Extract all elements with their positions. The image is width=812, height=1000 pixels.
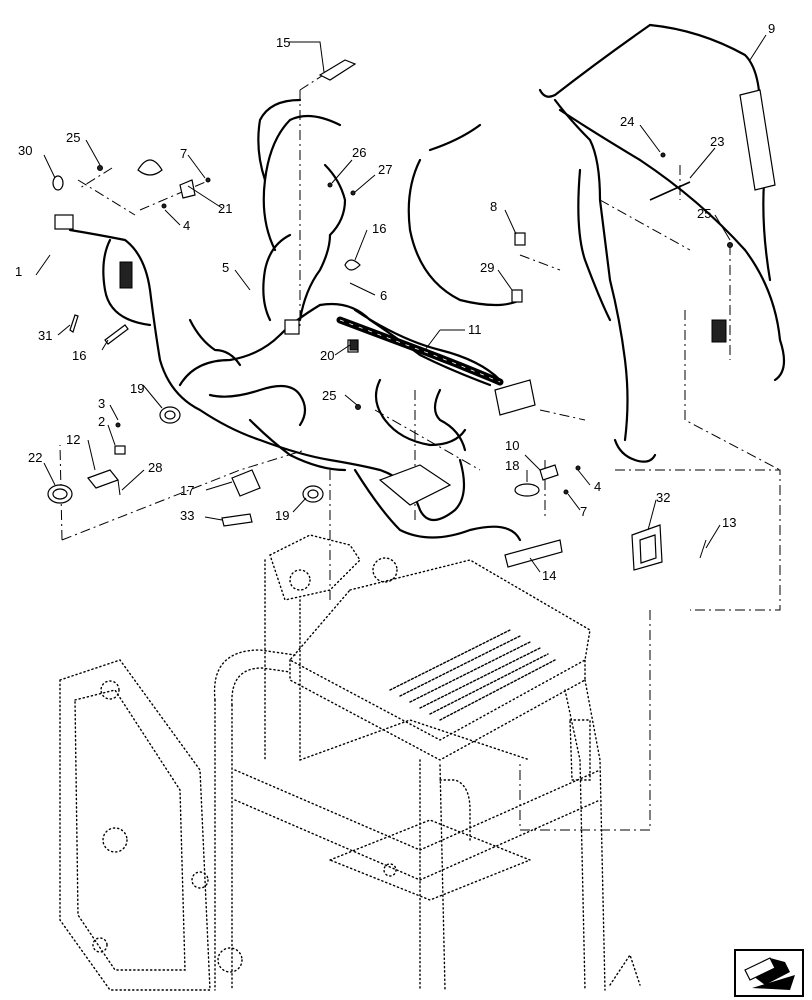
callout-26: 26 [352,145,366,160]
callout-2: 2 [98,414,105,429]
leader-lines [35,34,767,573]
assembly-lines [59,71,781,831]
cab-frame [59,534,641,991]
callout-19-left: 19 [130,381,144,396]
callout-1: 1 [15,264,22,279]
trunk-harness [336,316,504,386]
callout-7-right: 7 [580,504,587,519]
callout-23: 23 [710,134,724,149]
callout-7-top: 7 [180,146,187,161]
callout-labels: 15 9 25 30 7 26 27 24 23 21 4 8 25 16 1 … [15,21,775,583]
callout-21: 21 [218,201,232,216]
arrow-right-icon[interactable] [734,949,804,997]
callout-28: 28 [148,460,162,475]
callout-24: 24 [620,114,634,129]
callout-22: 22 [28,450,42,465]
callout-10: 10 [505,438,519,453]
callout-8: 8 [490,199,497,214]
callout-32: 32 [656,490,670,505]
callout-27: 27 [378,162,392,177]
callout-17: 17 [180,483,194,498]
cab-right-harness [538,23,786,463]
callout-30: 30 [18,143,32,158]
callout-13: 13 [722,515,736,530]
callout-18: 18 [505,458,519,473]
callout-14: 14 [542,568,556,583]
callout-20: 20 [320,348,334,363]
callout-19-center: 19 [275,508,289,523]
callout-3: 3 [98,396,105,411]
callout-12: 12 [66,432,80,447]
callout-4-right: 4 [594,479,601,494]
parts [47,59,776,571]
callout-25-right: 25 [697,206,711,221]
callout-16-left: 16 [72,348,86,363]
callout-29: 29 [480,260,494,275]
callout-25-center: 25 [322,388,336,403]
callout-4-top: 4 [183,218,190,233]
callout-33: 33 [180,508,194,523]
callout-16-right: 16 [372,221,386,236]
callout-11: 11 [468,322,482,337]
callout-15: 15 [276,35,290,50]
callout-5: 5 [222,260,229,275]
callout-9: 9 [768,21,775,36]
callout-31: 31 [38,328,52,343]
callout-25-top-left: 25 [66,130,80,145]
callout-6: 6 [380,288,387,303]
